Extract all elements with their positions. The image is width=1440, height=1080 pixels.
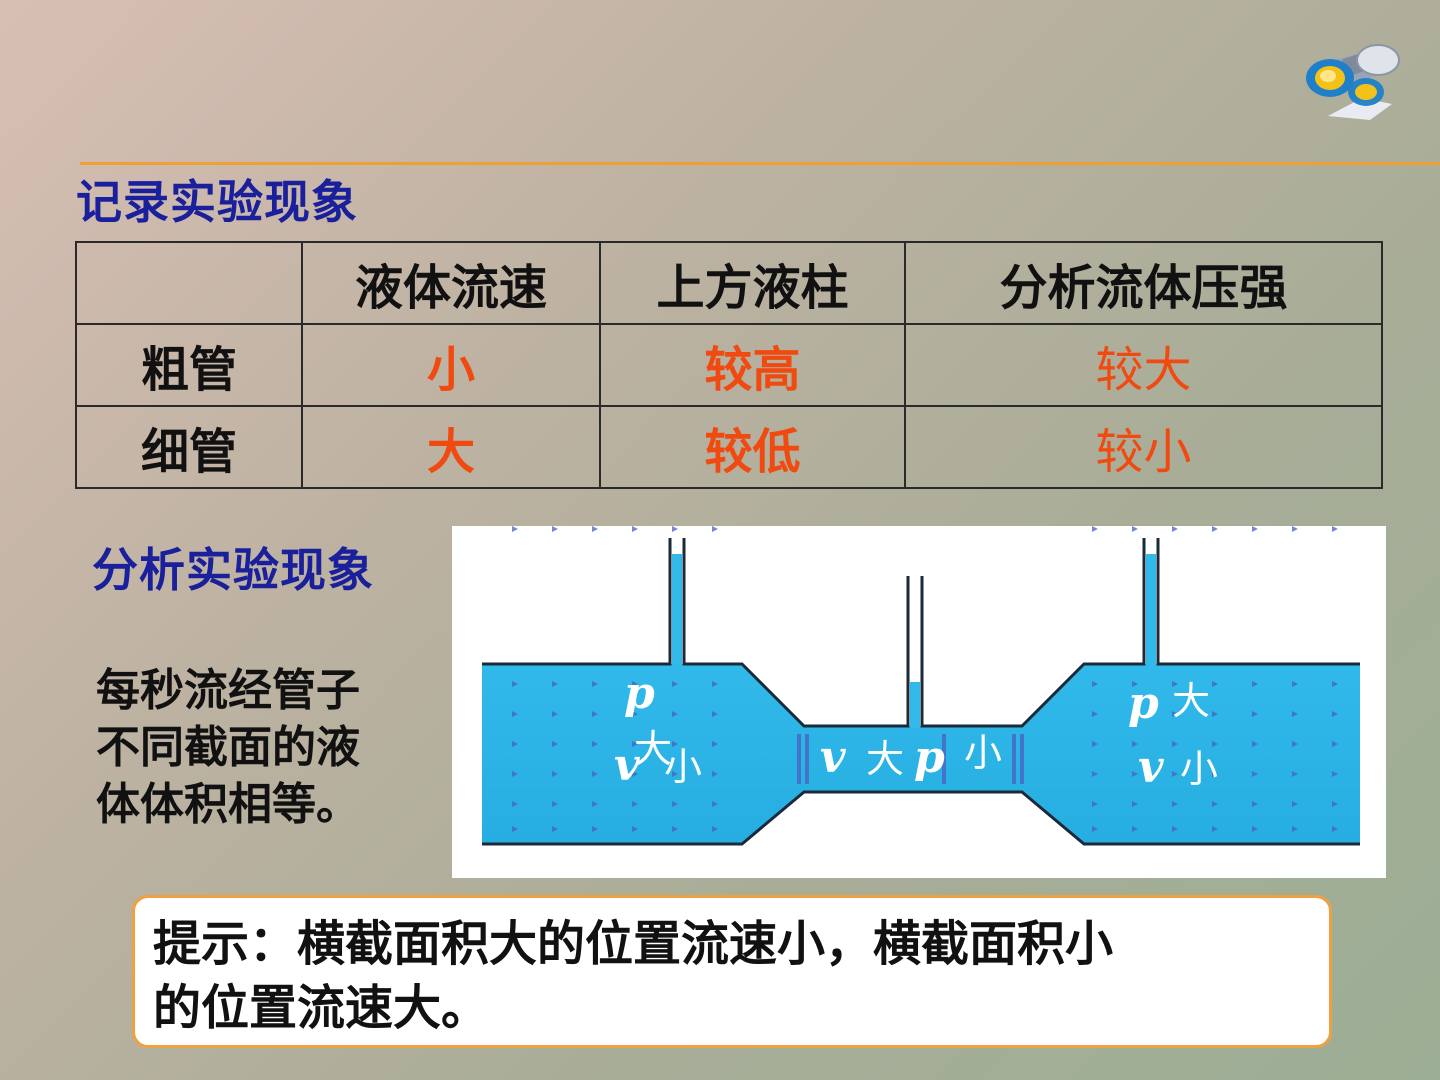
left-p-symbol: p bbox=[624, 668, 655, 719]
left-v-value: 小 bbox=[664, 745, 702, 789]
column-cell: 较高 bbox=[599, 323, 906, 407]
right-v-symbol: v bbox=[1138, 742, 1164, 793]
middle-p-symbol: p bbox=[914, 732, 945, 783]
record-table: 液体流速 上方液柱 分析流体压强 粗管 小 较高 较大 细管 大 较低 较小 bbox=[75, 241, 1383, 489]
pipe-water bbox=[482, 664, 1360, 844]
flow-arrows bbox=[512, 526, 1338, 832]
speed-cell: 小 bbox=[301, 323, 601, 407]
hint-line: 的位置流速大。 bbox=[153, 980, 490, 1036]
header-divider-line bbox=[80, 162, 1440, 165]
row-label: 细管 bbox=[75, 405, 303, 489]
hint-box: 提示：横截面积大的位置流速小，横截面积小 的位置流速大。 bbox=[132, 895, 1332, 1048]
right-v-value: 小 bbox=[1180, 747, 1218, 791]
right-p-symbol: p bbox=[1128, 678, 1159, 729]
pressure-cell: 较小 bbox=[904, 405, 1383, 489]
table-header-cell bbox=[75, 241, 303, 325]
analysis-heading: 分析实验现象 bbox=[92, 543, 374, 597]
hint-line: 提示：横截面积大的位置流速小，横截面积小 bbox=[153, 916, 1114, 972]
pipe-diagram: p 大 v 小 v 大 p 小 p 大 v 小 bbox=[452, 526, 1386, 878]
binoculars-icon bbox=[1306, 44, 1400, 120]
description-text: 每秒流经管子 不同截面的液 体体积相等。 bbox=[96, 662, 416, 833]
speed-cell: 大 bbox=[301, 405, 601, 489]
left-v-symbol: v bbox=[614, 740, 640, 791]
right-p-value: 大 bbox=[1172, 679, 1210, 723]
table-header-cell: 上方液柱 bbox=[599, 241, 906, 325]
middle-v-symbol: v bbox=[820, 732, 846, 783]
middle-tube-water bbox=[910, 682, 920, 728]
middle-v-value: 大 bbox=[866, 737, 904, 781]
description-line: 不同截面的液 bbox=[96, 722, 360, 773]
table-header-cell: 液体流速 bbox=[301, 241, 601, 325]
table-header-row: 液体流速 上方液柱 分析流体压强 bbox=[75, 241, 1383, 325]
table-row: 粗管 小 较高 较大 bbox=[75, 323, 1383, 407]
table-header-cell: 分析流体压强 bbox=[904, 241, 1383, 325]
column-cell: 较低 bbox=[599, 405, 906, 489]
description-line: 每秒流经管子 bbox=[96, 665, 360, 716]
right-tube-water bbox=[1146, 554, 1156, 666]
row-label: 粗管 bbox=[75, 323, 303, 407]
middle-p-value: 小 bbox=[964, 731, 1002, 775]
table-row: 细管 大 较低 较小 bbox=[75, 405, 1383, 489]
description-line: 体体积相等。 bbox=[96, 779, 360, 830]
left-tube-water bbox=[672, 554, 682, 666]
left-p-value: 大 bbox=[634, 727, 672, 771]
record-heading: 记录实验现象 bbox=[76, 175, 358, 229]
pressure-cell: 较大 bbox=[904, 323, 1383, 407]
